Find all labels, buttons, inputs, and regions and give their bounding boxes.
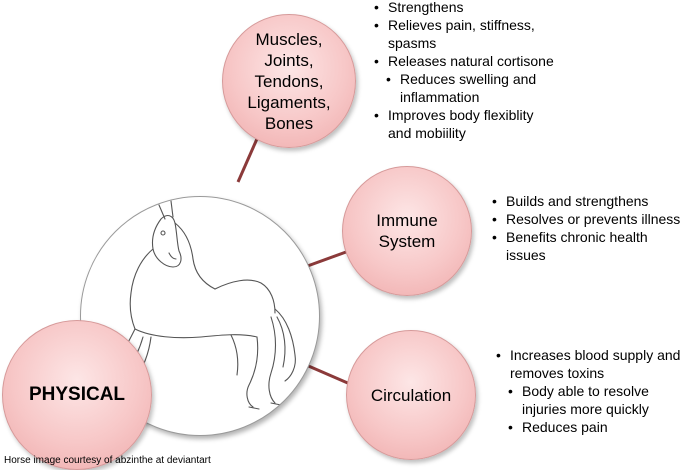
list-item: Strengthens (372, 0, 598, 16)
list-item: Relieves pain, stiffness, spasms (372, 16, 598, 52)
circulation-benefits-list: Increases blood supply and removes toxin… (494, 346, 700, 436)
node-muscles: Muscles, Joints, Tendons, Ligaments, Bon… (222, 14, 356, 148)
muscles-benefits-list: Strengthens Relieves pain, stiffness, sp… (372, 0, 598, 142)
physical-label: PHYSICAL (28, 384, 126, 405)
list-item: Releases natural cortisone (372, 52, 598, 70)
node-immune: Immune System (342, 166, 472, 296)
node-circulation-label: Circulation (370, 385, 452, 405)
node-circulation: Circulation (346, 330, 476, 460)
physical-node: PHYSICAL (2, 320, 152, 470)
list-item: Reduces pain (506, 418, 700, 436)
connector-immune (301, 250, 347, 270)
list-item: Benefits chronic health issues (490, 228, 700, 264)
horse-illustration (98, 200, 296, 410)
node-immune-label: Immune System (376, 211, 438, 251)
node-muscles-label: Muscles, Joints, Tendons, Ligaments, Bon… (247, 29, 331, 133)
list-item: Body able to resolve injuries more quick… (506, 382, 700, 418)
immune-benefits-list: Builds and strengthens Resolves or preve… (490, 192, 700, 264)
list-item: Reduces swelling and inflammation (384, 70, 598, 106)
connector-muscles (236, 131, 262, 183)
list-item: Improves body flexiblity and mobiility (372, 106, 598, 142)
image-credit: Horse image courtesy of abzinthe at devi… (4, 455, 211, 466)
list-item: Builds and strengthens (490, 192, 700, 210)
list-item: Increases blood supply and removes toxin… (494, 346, 700, 382)
list-item: Resolves or prevents illness (490, 210, 700, 228)
